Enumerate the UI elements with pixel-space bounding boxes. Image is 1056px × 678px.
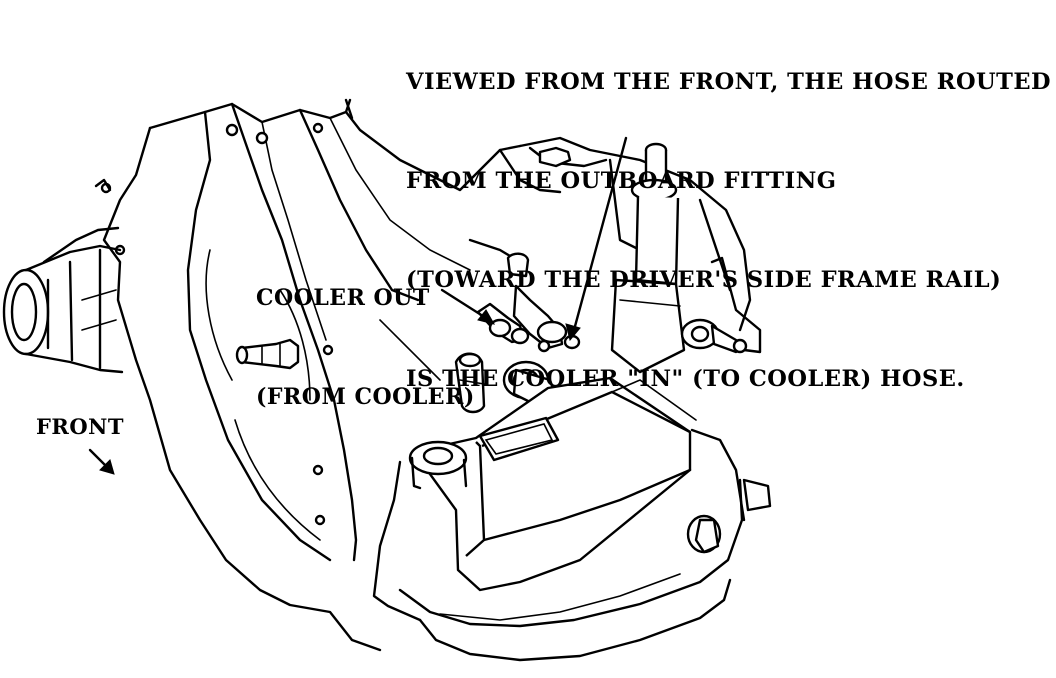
cooler-in-callout-line-4: IS THE COOLER "IN" (TO COOLER) HOSE. <box>406 366 965 392</box>
cooler-in-callout-line-2: FROM THE OUTBOARD FITTING <box>406 168 837 194</box>
right-bracket <box>680 256 762 354</box>
front-label: FRONT <box>36 414 124 439</box>
cooler-in-callout: VIEWED FROM THE FRONT, THE HOSE ROUTED F… <box>406 0 1051 429</box>
cooler-in-callout-line-1: VIEWED FROM THE FRONT, THE HOSE ROUTED <box>406 69 1052 95</box>
shift-shaft <box>610 142 686 374</box>
cooler-out-callout: COOLER OUT (FROM COOLER) <box>256 216 475 447</box>
axle-output <box>2 178 124 374</box>
bell-housing <box>100 98 522 652</box>
front-arrow <box>88 448 115 475</box>
mount-stud <box>235 338 300 370</box>
cooler-in-callout-line-3: (TOWARD THE DRIVER'S SIDE FRAME RAIL) <box>406 267 1002 293</box>
leader-arrows <box>440 136 628 342</box>
oil-pan <box>372 376 772 662</box>
cooler-fittings <box>454 252 581 414</box>
cooler-out-callout-line-1: COOLER OUT <box>256 285 430 311</box>
cooler-out-callout-line-2: (FROM COOLER) <box>256 384 475 410</box>
